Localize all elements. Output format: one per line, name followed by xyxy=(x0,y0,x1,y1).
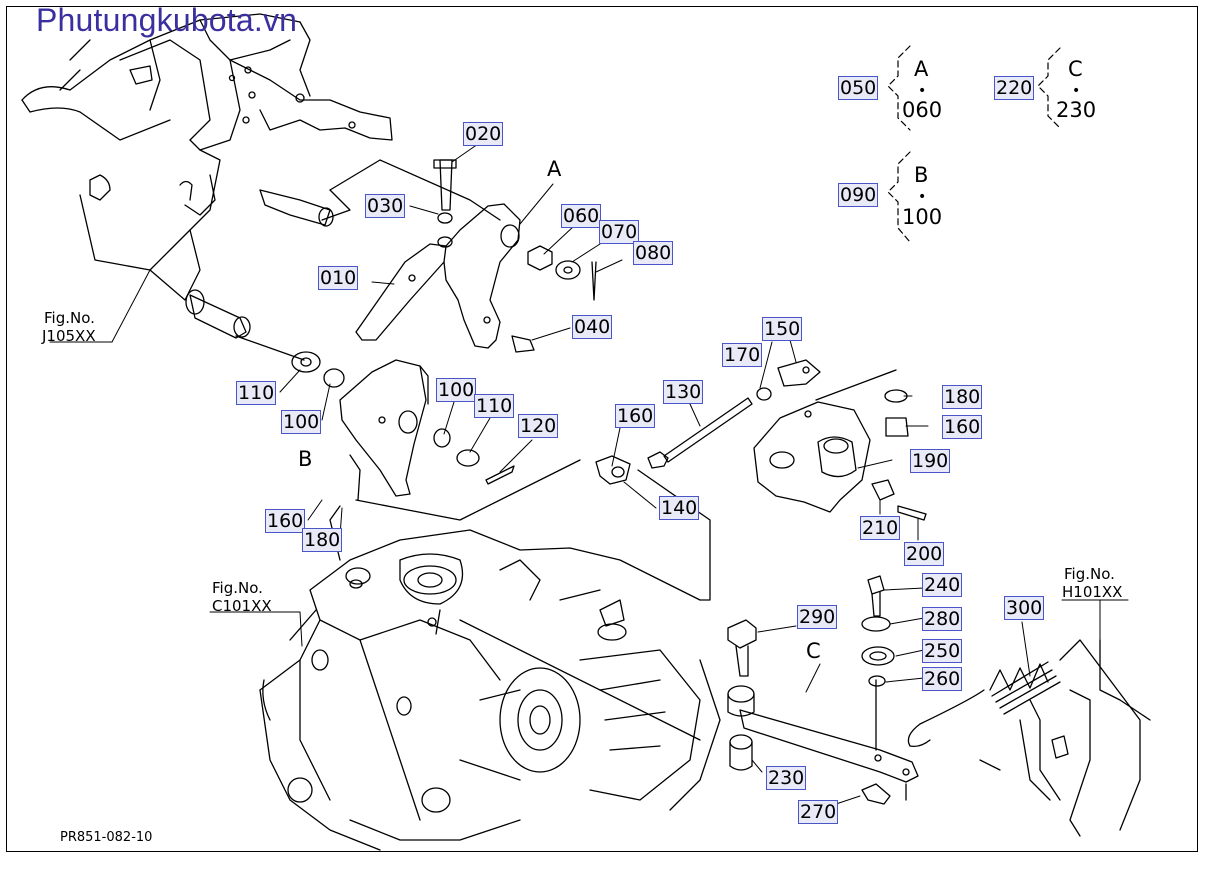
part-callout-040[interactable]: 040 xyxy=(572,315,613,339)
upper-frame-bracket xyxy=(21,13,393,339)
point-a-label: A xyxy=(547,157,562,181)
leader-lines xyxy=(49,143,1129,805)
part-callout-160[interactable]: 160 xyxy=(265,509,306,533)
part-callout-130[interactable]: 130 xyxy=(663,380,704,404)
part-callout-080[interactable]: 080 xyxy=(633,241,674,265)
site-watermark: Phutungkubota.vn xyxy=(36,2,298,38)
part-callout-170[interactable]: 170 xyxy=(722,343,763,367)
fig-ref-code-c101[interactable]: C101XX xyxy=(212,597,272,615)
part-callout-070[interactable]: 070 xyxy=(599,220,640,244)
legend-label-220[interactable]: 220 xyxy=(994,76,1035,100)
legend-ref-c: C xyxy=(1068,57,1083,81)
part-callout-240[interactable]: 240 xyxy=(922,573,963,597)
part-callout-150[interactable]: 150 xyxy=(762,317,803,341)
part-callout-020[interactable]: 020 xyxy=(463,122,504,146)
part-callout-030[interactable]: 030 xyxy=(365,194,406,218)
part-callout-180[interactable]: 180 xyxy=(302,528,343,552)
fig-ref-label: Fig.No. xyxy=(212,579,263,597)
part-callout-230[interactable]: 230 xyxy=(766,766,807,790)
part-callout-140[interactable]: 140 xyxy=(659,496,700,520)
legend-dot: • xyxy=(1072,83,1081,99)
part-callout-110[interactable]: 110 xyxy=(474,394,515,418)
transmission-housing xyxy=(259,505,721,851)
part-callout-010[interactable]: 010 xyxy=(318,266,359,290)
part-callout-290[interactable]: 290 xyxy=(797,605,838,629)
lever-bracket-b xyxy=(235,335,581,521)
legend-ref-a: A xyxy=(914,57,929,81)
fig-ref-code-j105[interactable]: J105XX xyxy=(42,327,96,345)
legend-dot: • xyxy=(918,189,927,205)
link-rod-c xyxy=(727,575,919,805)
part-callout-060[interactable]: 060 xyxy=(561,204,602,228)
legend-dot: • xyxy=(918,83,927,99)
part-callout-160[interactable]: 160 xyxy=(615,404,656,428)
part-callout-160[interactable]: 160 xyxy=(942,415,983,439)
fig-ref-code-h101[interactable]: H101XX xyxy=(1062,583,1123,601)
part-callout-180[interactable]: 180 xyxy=(942,385,983,409)
part-callout-100[interactable]: 100 xyxy=(281,410,322,434)
part-callout-250[interactable]: 250 xyxy=(922,639,963,663)
drawing-frame xyxy=(6,6,1198,852)
shift-rod-assembly xyxy=(595,359,821,601)
legend-part-100: 100 xyxy=(902,205,943,229)
return-spring-and-bracket xyxy=(907,639,1151,837)
part-callout-280[interactable]: 280 xyxy=(922,607,963,631)
part-callout-110[interactable]: 110 xyxy=(236,381,277,405)
part-callout-200[interactable]: 200 xyxy=(904,542,945,566)
part-callout-260[interactable]: 260 xyxy=(922,667,963,691)
part-callout-210[interactable]: 210 xyxy=(860,516,901,540)
point-b-label: B xyxy=(298,447,313,471)
fig-ref-label: Fig.No. xyxy=(44,309,95,327)
legend-label-050[interactable]: 050 xyxy=(838,76,879,100)
legend-ref-b: B xyxy=(914,163,929,187)
legend-part-060: 060 xyxy=(902,98,943,122)
part-callout-120[interactable]: 120 xyxy=(518,414,559,438)
legend-part-230: 230 xyxy=(1056,98,1097,122)
part-callout-270[interactable]: 270 xyxy=(798,800,839,824)
fig-ref-label: Fig.No. xyxy=(1064,565,1115,583)
part-callout-190[interactable]: 190 xyxy=(910,449,951,473)
selector-plate xyxy=(753,369,927,521)
point-c-label: C xyxy=(806,639,821,663)
drawing-code: PR851-082-10 xyxy=(60,830,153,845)
legend-label-090[interactable]: 090 xyxy=(838,183,879,207)
part-callout-300[interactable]: 300 xyxy=(1004,596,1045,620)
part-callout-100[interactable]: 100 xyxy=(436,378,477,402)
shift-lever-arm xyxy=(321,159,597,353)
legend-brackets xyxy=(887,45,1061,243)
